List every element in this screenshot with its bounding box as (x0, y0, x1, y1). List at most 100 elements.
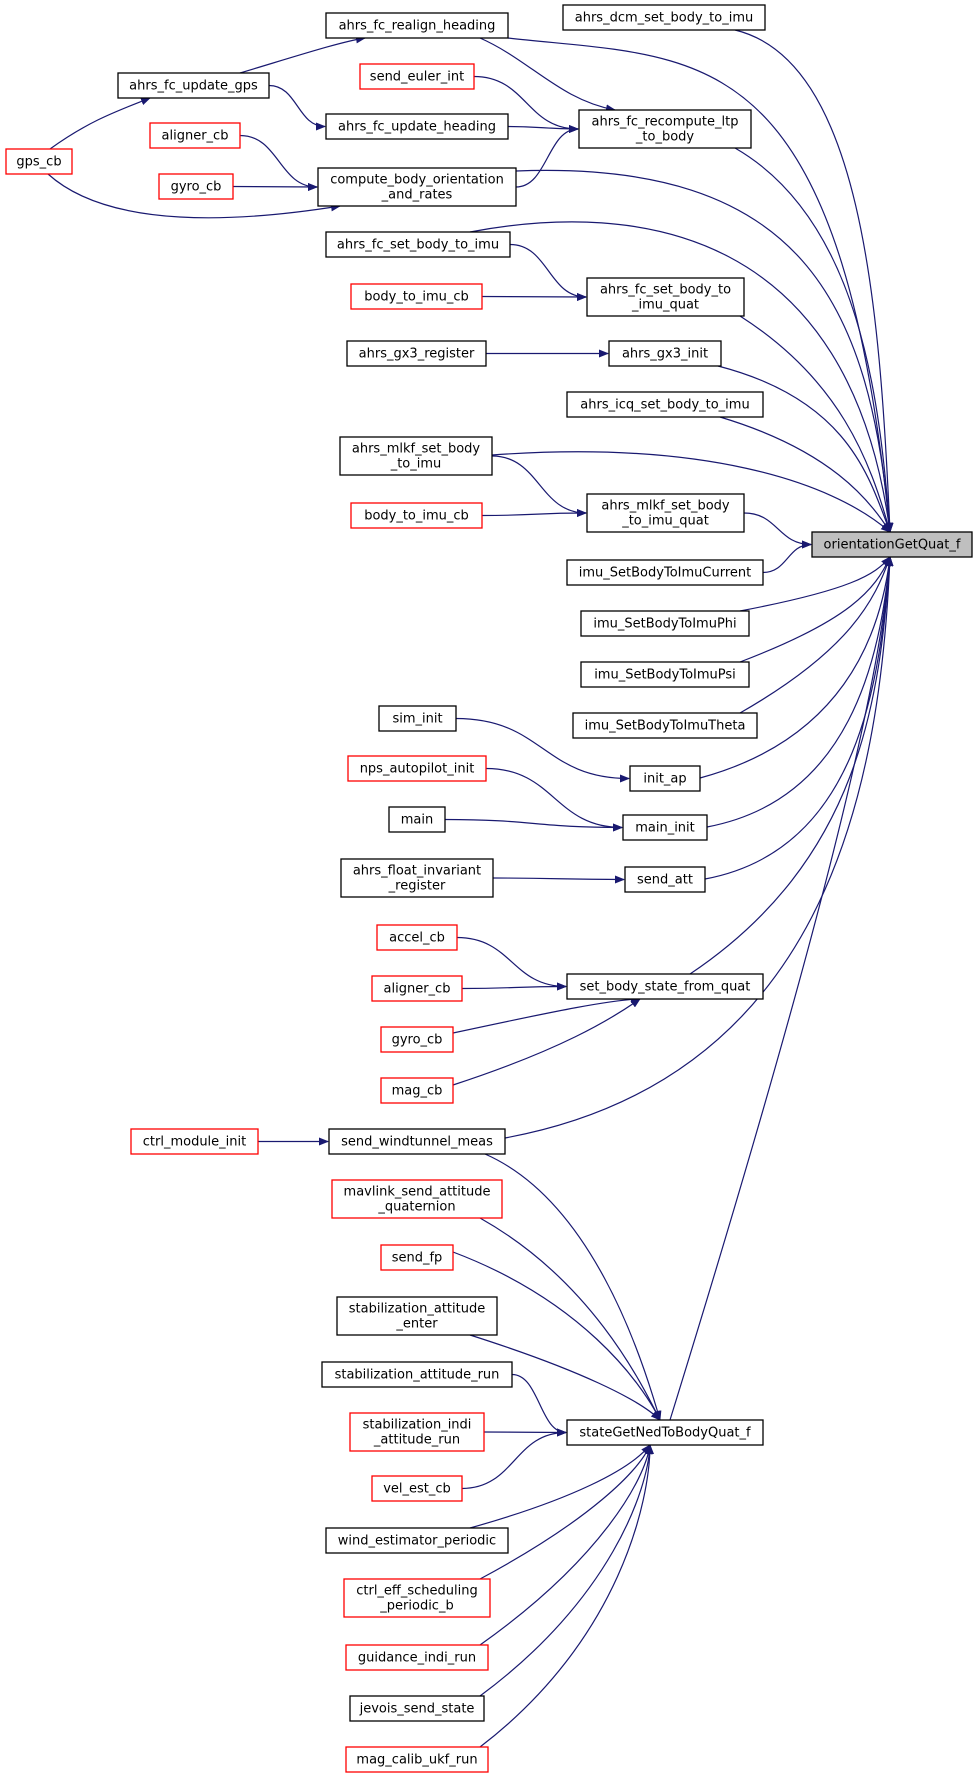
node-box (350, 283, 483, 310)
node-stabilization-attitude-enter[interactable]: stabilization_attitude_enter (336, 1296, 498, 1336)
edge-ahrs_fc_update_gps-to-ahrs_fc_update_heading (268, 84, 326, 131)
node-box (586, 493, 745, 533)
node-accel-cb[interactable]: accel_cb (376, 924, 458, 951)
edge-stateGetNedToBodyQuat_f-to-orientationGetQuat_f (669, 556, 894, 1421)
node-label: ahrs_fc_realign_heading (339, 19, 496, 34)
node-ahrs-fc-realign-heading[interactable]: ahrs_fc_realign_heading (325, 12, 509, 39)
node-stabilization-indi-attitude-run[interactable]: stabilization_indi_attitude_run (349, 1412, 485, 1452)
edge-imu_SetBodyToImuTheta-to-orientationGetQuat_f (739, 556, 891, 714)
node-box (346, 340, 487, 367)
edge-mag_cb-to-set_body_state_from_quat (452, 998, 641, 1086)
node-label: _quaternion (377, 1200, 455, 1215)
node-box (325, 231, 511, 258)
node-label: orientationGetQuat_f (824, 538, 961, 553)
node-box (349, 1695, 485, 1722)
node-box (629, 765, 701, 792)
node-label: _attitude_run (373, 1433, 460, 1448)
node-mag-cb[interactable]: mag_cb (380, 1077, 454, 1104)
edge-ahrs_float_invariant_register-to-send_att (492, 875, 625, 884)
edge-ahrs_mlkf_set_body_to_imu_quat-to-orientationGetQuat_f (743, 512, 812, 549)
edge-ctrl_eff_scheduling_periodic_b-to-stateGetNedToBodyQuat_f (479, 1444, 651, 1580)
edge-guidance_indi_run-to-stateGetNedToBodyQuat_f (479, 1444, 653, 1646)
node-aligner-cb-2[interactable]: aligner_cb (371, 975, 463, 1002)
node-body-to-imu-cb-2[interactable]: body_to_imu_cb (350, 502, 483, 529)
node-label: accel_cb (389, 931, 445, 946)
node-gps-cb[interactable]: gps_cb (5, 148, 73, 175)
node-orientationGetQuat-f[interactable]: orientationGetQuat_f (811, 531, 973, 558)
node-box (608, 340, 722, 367)
node-label: stateGetNedToBodyQuat_f (579, 1426, 751, 1441)
node-gyro-cb-1[interactable]: gyro_cb (158, 173, 234, 200)
node-ahrs-icq-set-body-to-imu[interactable]: ahrs_icq_set_body_to_imu (566, 391, 764, 418)
node-ahrs-fc-set-body-to-imu-quat[interactable]: ahrs_fc_set_body_to_imu_quat (586, 277, 745, 317)
edge-compute_body_orientation_and_rates-to-orientationGetQuat_f (515, 169, 894, 533)
node-box (5, 148, 73, 175)
node-label: main_init (635, 821, 695, 836)
node-ahrs-mlkf-set-body-to-imu[interactable]: ahrs_mlkf_set_body_to_imu (339, 436, 493, 476)
node-imu-SetBodyToImuCurrent[interactable]: imu_SetBodyToImuCurrent (566, 559, 764, 586)
node-imu-SetBodyToImuTheta[interactable]: imu_SetBodyToImuTheta (572, 712, 758, 739)
node-init-ap[interactable]: init_ap (629, 765, 701, 792)
node-label: imu_SetBodyToImuCurrent (579, 566, 751, 581)
node-guidance-indi-run[interactable]: guidance_indi_run (345, 1644, 489, 1671)
node-ahrs-gx3-init[interactable]: ahrs_gx3_init (608, 340, 722, 367)
node-ahrs-gx3-register[interactable]: ahrs_gx3_register (346, 340, 487, 367)
node-send-euler-int[interactable]: send_euler_int (359, 63, 475, 90)
node-box (566, 559, 764, 586)
node-aligner-cb-1[interactable]: aligner_cb (149, 122, 241, 149)
node-ctrl-eff-scheduling-periodic-b[interactable]: ctrl_eff_scheduling_periodic_b (343, 1578, 491, 1618)
node-box (380, 1026, 454, 1053)
node-gyro-cb-2[interactable]: gyro_cb (380, 1026, 454, 1053)
node-box (580, 610, 750, 637)
edge-stabilization_attitude_run-to-stateGetNedToBodyQuat_f (511, 1373, 567, 1437)
node-vel-est-cb[interactable]: vel_est_cb (371, 1475, 463, 1502)
node-label: _to_body (635, 130, 695, 145)
node-set-body-state-from-quat[interactable]: set_body_state_from_quat (566, 973, 764, 1000)
node-main-init[interactable]: main_init (622, 814, 708, 841)
node-ahrs-fc-set-body-to-imu[interactable]: ahrs_fc_set_body_to_imu (325, 231, 511, 258)
node-main[interactable]: main (388, 806, 446, 833)
edge-jevois_send_state-to-stateGetNedToBodyQuat_f (479, 1444, 654, 1697)
node-imu-SetBodyToImuPhi[interactable]: imu_SetBodyToImuPhi (580, 610, 750, 637)
node-stateGetNedToBodyQuat-f[interactable]: stateGetNedToBodyQuat_f (566, 1419, 764, 1446)
edge-ahrs_fc_realign_heading-to-ahrs_fc_recompute_ltp_to_body (479, 37, 616, 113)
edge-wind_estimator_periodic-to-stateGetNedToBodyQuat_f (469, 1444, 651, 1529)
node-wind-estimator-periodic[interactable]: wind_estimator_periodic (325, 1527, 509, 1554)
node-ahrs-fc-update-gps[interactable]: ahrs_fc_update_gps (117, 72, 270, 99)
node-box (336, 1296, 498, 1336)
edge-mavlink_send_attitude_quaternion-to-stateGetNedToBodyQuat_f (479, 1217, 661, 1421)
edge-vel_est_cb-to-stateGetNedToBodyQuat_f (461, 1428, 567, 1490)
node-box (566, 973, 764, 1000)
node-send-fp[interactable]: send_fp (380, 1244, 454, 1271)
node-mavlink-send-attitude-quaternion[interactable]: mavlink_send_attitude_quaternion (331, 1179, 503, 1219)
node-sim-init[interactable]: sim_init (378, 705, 457, 732)
node-mag-calib-ukf-run[interactable]: mag_calib_ukf_run (345, 1746, 489, 1773)
node-send-windtunnel-meas[interactable]: send_windtunnel_meas (328, 1128, 506, 1155)
node-nps-autopilot-init[interactable]: nps_autopilot_init (347, 755, 487, 782)
edge-mag_calib_ukf_run-to-stateGetNedToBodyQuat_f (479, 1444, 654, 1748)
node-ahrs-fc-update-heading[interactable]: ahrs_fc_update_heading (325, 113, 509, 140)
node-box (343, 1578, 491, 1618)
node-ahrs-mlkf-set-body-to-imu-quat[interactable]: ahrs_mlkf_set_body_to_imu_quat (586, 493, 745, 533)
node-ahrs-dcm-set-body-to-imu[interactable]: ahrs_dcm_set_body_to_imu (562, 4, 766, 31)
node-label: ahrs_mlkf_set_body (352, 442, 481, 457)
edge-imu_SetBodyToImuPsi-to-orientationGetQuat_f (739, 556, 891, 663)
node-label: compute_body_orientation (330, 173, 504, 188)
node-label: send_windtunnel_meas (341, 1135, 493, 1150)
node-stabilization-attitude-run[interactable]: stabilization_attitude_run (321, 1361, 513, 1388)
node-box (340, 858, 494, 898)
node-jevois-send-state[interactable]: jevois_send_state (349, 1695, 485, 1722)
node-send-att[interactable]: send_att (624, 866, 706, 893)
node-ctrl-module-init[interactable]: ctrl_module_init (130, 1128, 259, 1155)
node-box (586, 277, 745, 317)
edge-main-to-main_init (444, 818, 623, 832)
node-label: body_to_imu_cb (364, 290, 469, 305)
node-compute-body-orientation-and-rates[interactable]: compute_body_orientation_and_rates (317, 167, 517, 207)
edge-send_windtunnel_meas-to-orientationGetQuat_f (504, 556, 894, 1139)
edge-accel_cb-to-set_body_state_from_quat (456, 936, 567, 991)
node-label: send_att (637, 873, 693, 888)
node-ahrs-float-invariant-register[interactable]: ahrs_float_invariant_register (340, 858, 494, 898)
node-body-to-imu-cb-1[interactable]: body_to_imu_cb (350, 283, 483, 310)
node-imu-SetBodyToImuPsi[interactable]: imu_SetBodyToImuPsi (580, 661, 750, 688)
node-ahrs-fc-recompute-ltp-to-body[interactable]: ahrs_fc_recompute_ltp_to_body (578, 109, 752, 149)
